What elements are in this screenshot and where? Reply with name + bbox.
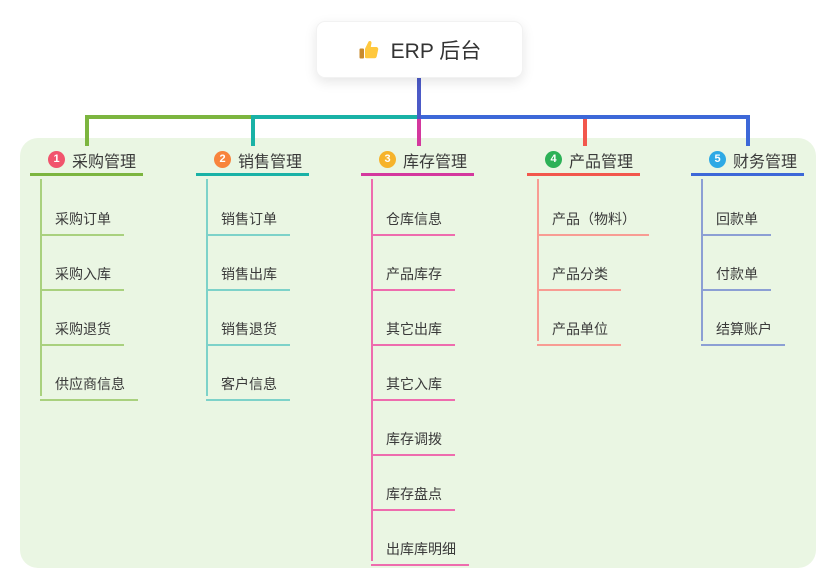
- child-node[interactable]: 采购订单: [40, 200, 124, 236]
- branch2-spine: [206, 179, 208, 396]
- connector-drop-branch2: [251, 119, 255, 146]
- child-node[interactable]: 销售订单: [206, 200, 290, 236]
- branch1-spine: [40, 179, 42, 396]
- child-node[interactable]: 产品库存: [371, 255, 455, 291]
- branch5-title: 财务管理: [733, 153, 798, 171]
- child-node[interactable]: 产品分类: [537, 255, 621, 291]
- connector-drop-branch4: [583, 119, 587, 146]
- branch4-title: 产品管理: [569, 153, 634, 171]
- child-node[interactable]: 结算账户: [701, 310, 785, 346]
- branch-node-1[interactable]: 1 采购管理: [30, 146, 143, 176]
- child-node[interactable]: 其它入库: [371, 365, 455, 401]
- connector-rail-branch2: [251, 115, 420, 119]
- root-node[interactable]: ERP 后台: [316, 21, 523, 78]
- connector-drop-branch1: [85, 119, 89, 146]
- branch4-spine: [537, 179, 539, 341]
- branch-node-3[interactable]: 3 库存管理: [361, 146, 474, 176]
- thumbs-up-icon: [358, 38, 382, 62]
- branch3-spine: [371, 179, 373, 561]
- child-node[interactable]: 产品单位: [537, 310, 621, 346]
- child-node[interactable]: 采购入库: [40, 255, 124, 291]
- child-node[interactable]: 回款单: [701, 200, 771, 236]
- branch4-badge: 4: [545, 151, 562, 168]
- branch-node-5[interactable]: 5 财务管理: [691, 146, 804, 176]
- child-node[interactable]: 付款单: [701, 255, 771, 291]
- branch-node-2[interactable]: 2 销售管理: [196, 146, 309, 176]
- child-node[interactable]: 客户信息: [206, 365, 290, 401]
- branch5-badge: 5: [709, 151, 726, 168]
- branch3-badge: 3: [379, 151, 396, 168]
- child-node[interactable]: 采购退货: [40, 310, 124, 346]
- connector-rail-branch5: [418, 115, 750, 119]
- branches-background-panel: [20, 138, 816, 568]
- branch1-title: 采购管理: [72, 153, 137, 171]
- child-node[interactable]: 出库库明细: [371, 530, 469, 566]
- child-node[interactable]: 销售退货: [206, 310, 290, 346]
- child-node[interactable]: 销售出库: [206, 255, 290, 291]
- connector-drop-branch5: [746, 119, 750, 146]
- branch-node-4[interactable]: 4 产品管理: [527, 146, 640, 176]
- branch3-title: 库存管理: [403, 153, 468, 171]
- child-node[interactable]: 产品（物料）: [537, 200, 649, 236]
- root-node-label: ERP 后台: [390, 39, 482, 63]
- child-node[interactable]: 库存盘点: [371, 475, 455, 511]
- child-node[interactable]: 供应商信息: [40, 365, 138, 401]
- child-node[interactable]: 库存调拨: [371, 420, 455, 456]
- child-node[interactable]: 仓库信息: [371, 200, 455, 236]
- connector-root: [417, 77, 421, 119]
- branch2-title: 销售管理: [238, 153, 303, 171]
- branch5-spine: [701, 179, 703, 341]
- connector-drop-branch3: [417, 119, 421, 146]
- branch2-badge: 2: [214, 151, 231, 168]
- branch1-badge: 1: [48, 151, 65, 168]
- child-node[interactable]: 其它出库: [371, 310, 455, 346]
